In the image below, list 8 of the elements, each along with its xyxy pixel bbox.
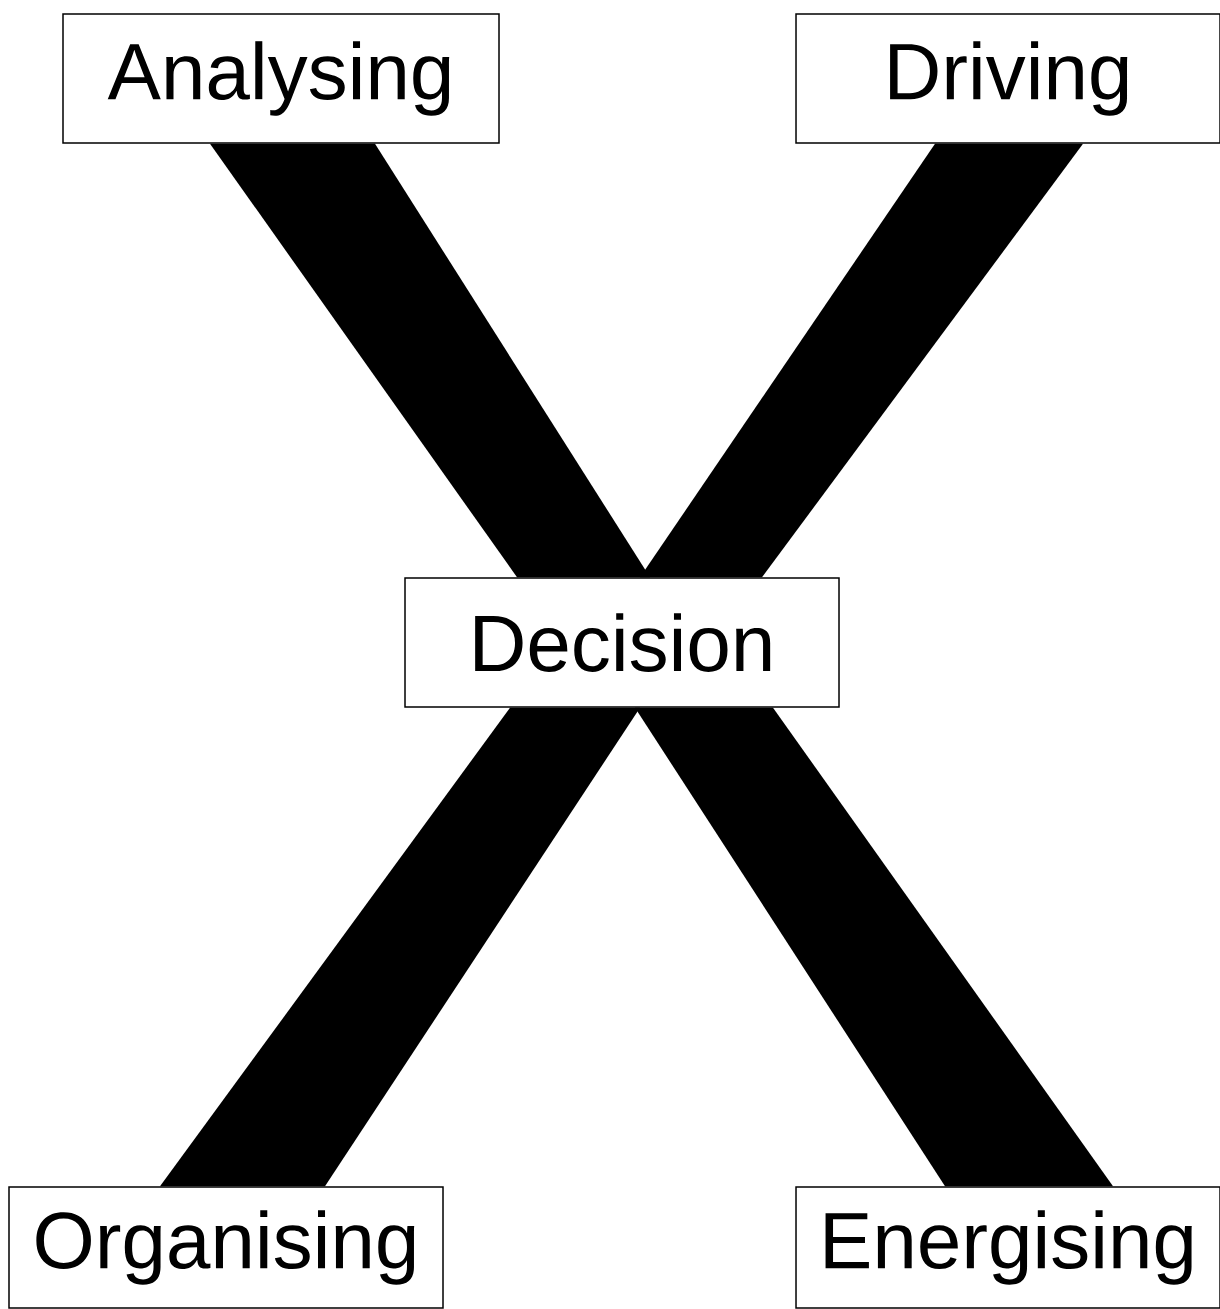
label-box: Organising [8, 1186, 444, 1309]
label-box: Driving [795, 13, 1220, 144]
label-box: Energising [795, 1186, 1220, 1309]
connector-band [640, 143, 1083, 578]
connector-band [160, 707, 640, 1187]
label-box: Decision [404, 577, 840, 708]
connector-band [635, 707, 1113, 1187]
label-box: Analysing [62, 13, 500, 144]
